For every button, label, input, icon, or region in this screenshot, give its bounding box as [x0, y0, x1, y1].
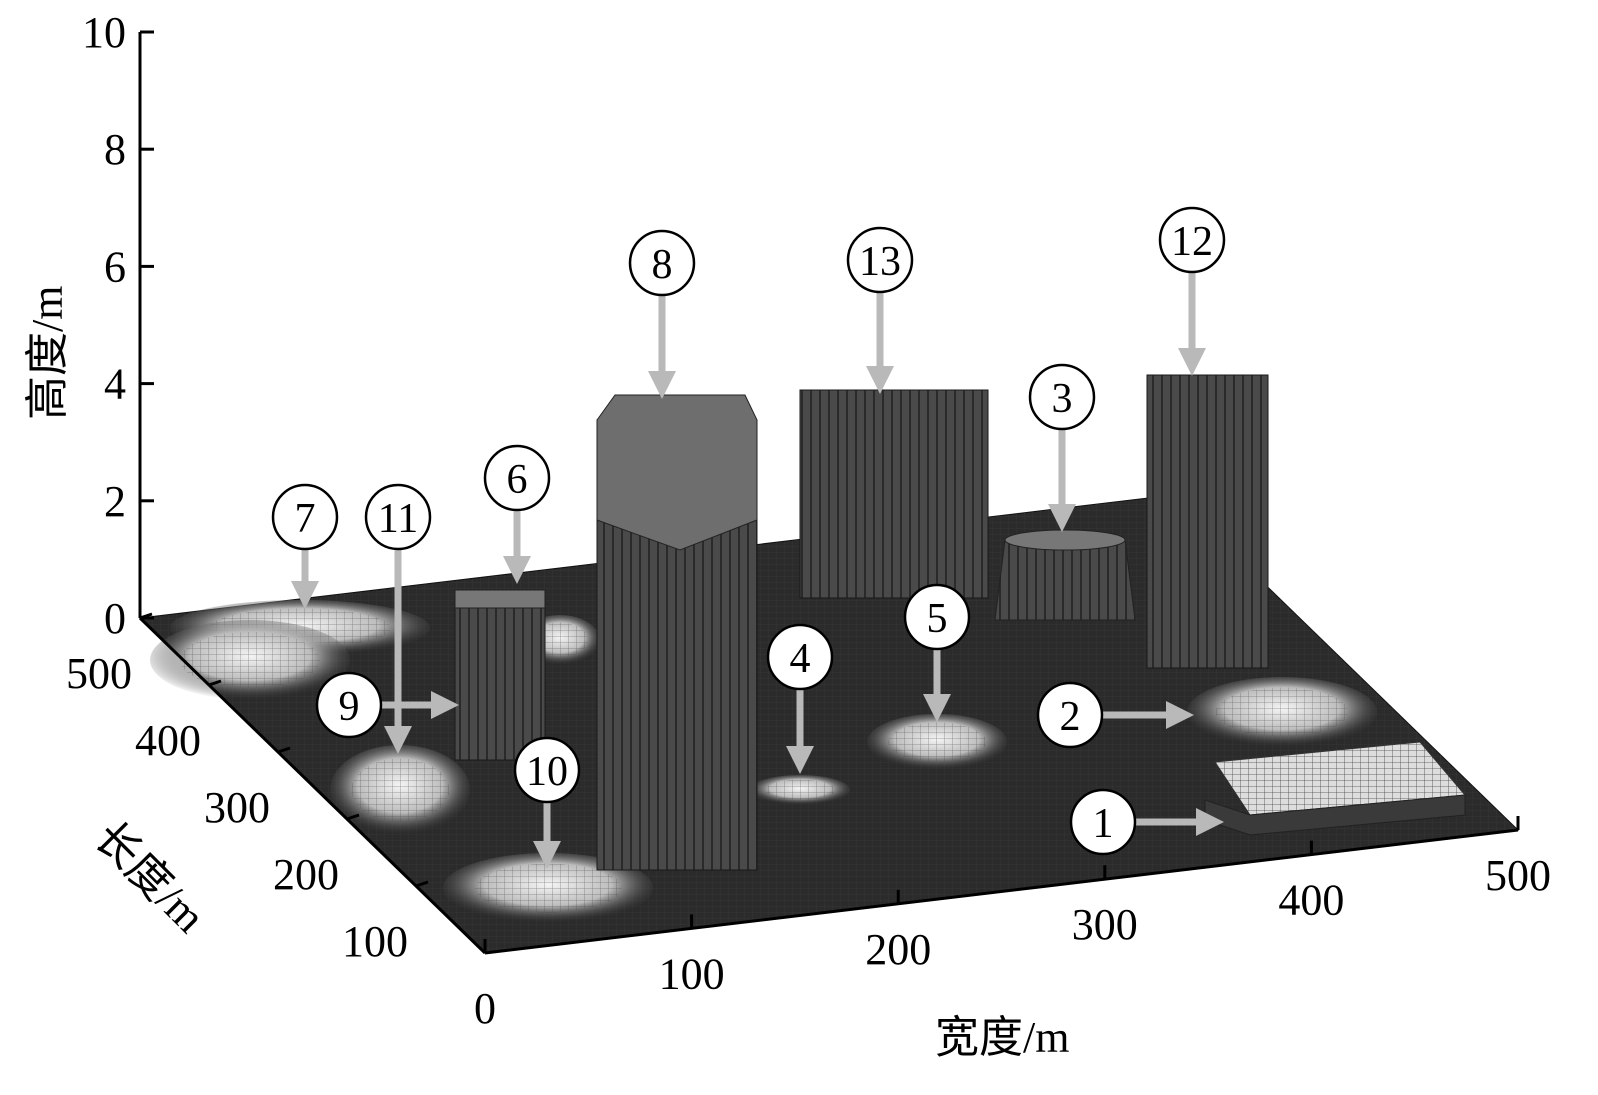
callout-circle — [271, 483, 339, 551]
z-tick-label: 8 — [104, 125, 126, 174]
z-axis-label: 高度/m — [23, 286, 72, 420]
callout-label-3: 3 — [1052, 376, 1073, 422]
callout-label-9: 9 — [339, 684, 360, 730]
y-axis-label: 长度/m — [85, 812, 215, 942]
x-tick-label: 400 — [1278, 876, 1344, 925]
y-tick-label: 100 — [342, 917, 408, 966]
hill-mesh — [351, 758, 449, 822]
x-axis-label: 宽度/m — [935, 1013, 1069, 1062]
obstacle-1-mesh — [1215, 742, 1465, 815]
callout-label-12: 12 — [1171, 219, 1213, 265]
x-tick-label: 200 — [865, 925, 931, 974]
callout-circle — [1158, 206, 1226, 274]
callout-circle — [513, 736, 581, 804]
y-tick-label: 200 — [273, 850, 339, 899]
callout-circle — [1036, 681, 1104, 749]
obstacle-8-top — [596, 394, 758, 551]
z-tick-label: 4 — [104, 360, 126, 409]
obstacle-13-block — [799, 389, 989, 599]
x-tick-label: 300 — [1072, 900, 1138, 949]
z-tick-label: 10 — [82, 8, 126, 57]
y-tick-label: 400 — [135, 716, 201, 765]
callout-label-10: 10 — [526, 749, 568, 795]
y-tick-label: 500 — [66, 649, 132, 698]
callout-label-1: 1 — [1093, 801, 1114, 847]
callout-circle — [628, 229, 696, 297]
hill-mesh — [474, 863, 622, 913]
hill-mesh — [765, 779, 835, 801]
obstacle-12-block — [1146, 374, 1269, 669]
callout-label-8: 8 — [652, 242, 673, 288]
callout-circle — [846, 226, 914, 294]
callout-circle — [766, 623, 834, 691]
obstacles — [454, 374, 1467, 871]
callout-circle — [364, 483, 432, 551]
callout-circle — [1069, 788, 1137, 856]
obstacle-3-top — [1004, 529, 1126, 551]
y-tick — [208, 679, 222, 687]
callout-label-7: 7 — [295, 496, 316, 542]
callout-label-2: 2 — [1060, 694, 1081, 740]
callout-label-4: 4 — [790, 636, 811, 682]
hill-mesh — [888, 722, 986, 762]
callout-label-6: 6 — [507, 457, 528, 503]
x-axis-line — [484, 828, 1519, 955]
obstacle-6-block — [454, 589, 546, 761]
y-tick — [415, 880, 429, 888]
y-tick-label: 300 — [204, 783, 270, 832]
z-tick-label: 2 — [104, 477, 126, 526]
z-tick-label: 0 — [104, 594, 126, 643]
y-tick — [277, 746, 291, 754]
callout-circle — [315, 671, 383, 739]
obstacle-6-block-top — [454, 589, 546, 609]
hill-mesh — [532, 622, 588, 658]
z-tick-label: 6 — [104, 242, 126, 291]
callout-circle — [483, 444, 551, 512]
y-tick — [139, 612, 153, 620]
obstacle-3-cone — [994, 539, 1136, 621]
callout-circle — [1028, 363, 1096, 431]
hill-mesh — [180, 632, 320, 688]
hill-mesh — [1215, 687, 1349, 737]
callout-label-5: 5 — [927, 596, 948, 642]
callout-circle — [903, 583, 971, 651]
y-tick — [346, 813, 360, 821]
x-tick-label: 0 — [474, 984, 496, 1033]
y-axis-line — [138, 616, 487, 955]
callout-label-13: 13 — [859, 239, 901, 285]
x-tick-label: 100 — [659, 949, 725, 998]
callout-label-11: 11 — [378, 496, 418, 542]
x-tick-label: 500 — [1485, 851, 1551, 900]
